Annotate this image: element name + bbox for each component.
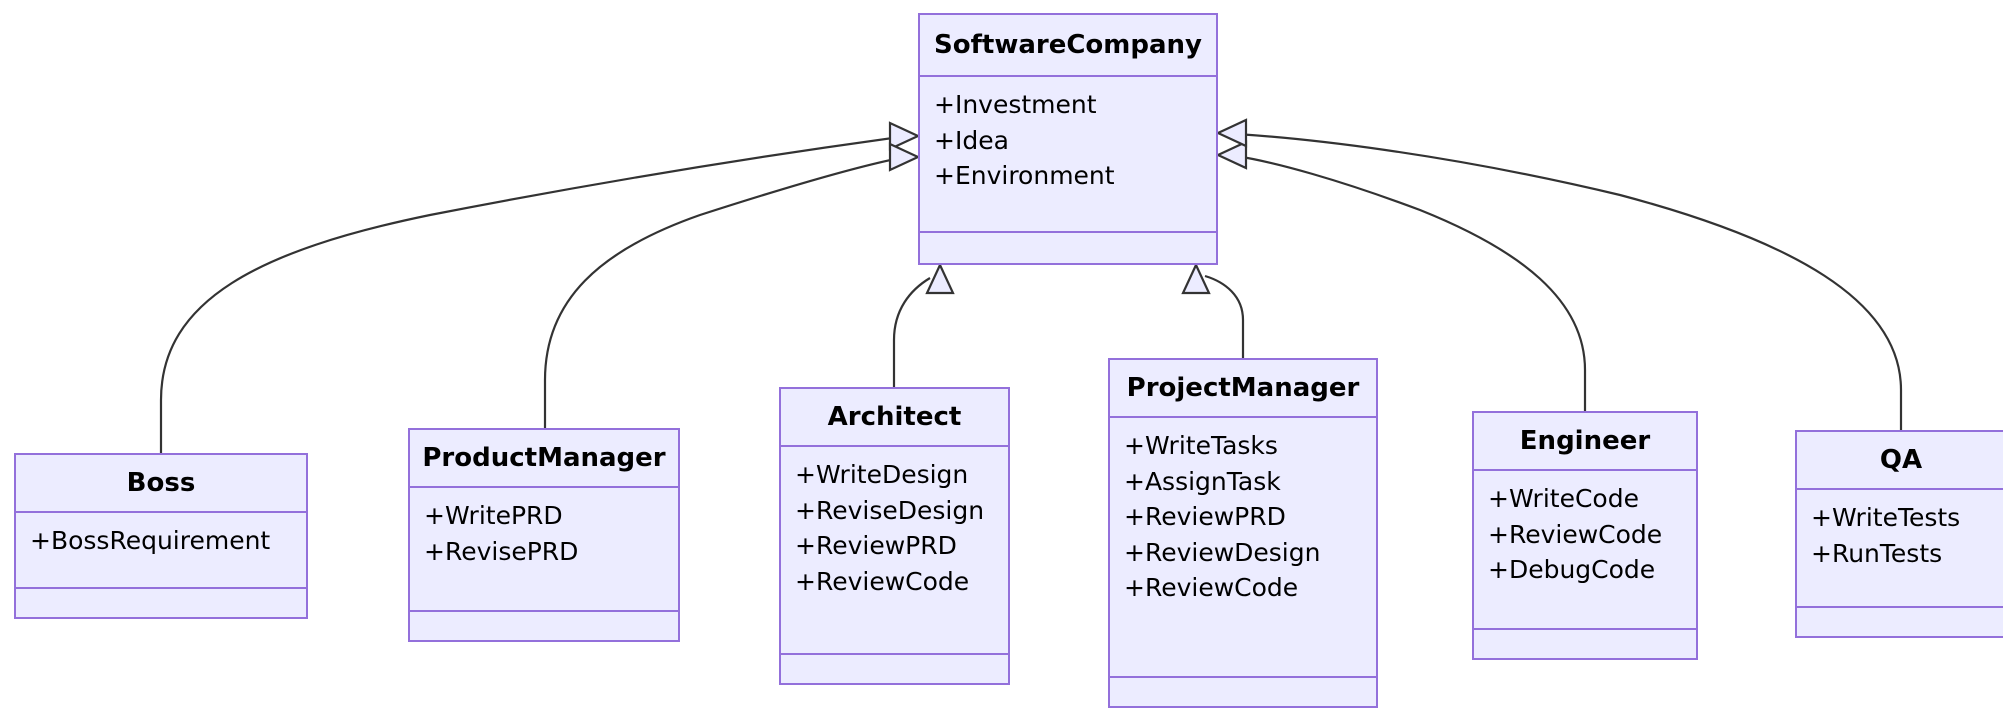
class-attribute: +RunTests: [1811, 538, 1943, 568]
class-methods-software-company: [920, 233, 1216, 263]
class-methods-boss: [16, 589, 306, 617]
class-attribute: +BossRequirement: [30, 526, 271, 555]
class-attribute: +ReviewCode: [795, 566, 970, 596]
uml-class-product-manager[interactable]: ProductManager +WritePRD +RevisePRD: [408, 428, 680, 642]
edge-product-manager: [543, 142, 921, 428]
class-attributes-product-manager: +WritePRD +RevisePRD: [410, 488, 678, 612]
class-title-project-manager: ProjectManager: [1110, 360, 1376, 418]
class-attribute: +WritePRD: [424, 501, 563, 530]
inheritance-arrowhead-icon: [888, 121, 921, 151]
inheritance-arrowhead-icon: [1215, 118, 1248, 148]
class-attribute: +RevisePRD: [424, 536, 579, 566]
class-title-software-company: SoftwareCompany: [920, 15, 1216, 77]
edge-line: [1204, 274, 1245, 358]
class-methods-engineer: [1474, 630, 1696, 658]
class-title-engineer: Engineer: [1474, 413, 1696, 471]
class-attribute: +Investment: [934, 90, 1097, 119]
class-methods-qa: [1797, 608, 2003, 636]
class-attribute: +WriteTasks: [1124, 431, 1278, 460]
class-attribute: +WriteCode: [1488, 484, 1639, 513]
uml-class-boss[interactable]: Boss +BossRequirement: [14, 453, 308, 619]
inheritance-arrowhead-icon: [925, 262, 955, 295]
class-methods-architect: [781, 655, 1008, 683]
class-attributes-architect: +WriteDesign +ReviseDesign +ReviewPRD +Revi…: [781, 447, 1008, 655]
edge-line: [892, 277, 931, 387]
class-attribute: +ReviewPRD: [1124, 502, 1286, 531]
class-attribute: +ReviseDesign: [795, 495, 985, 525]
class-attributes-engineer: +WriteCode +ReviewCode +DebugCode: [1474, 471, 1696, 630]
class-methods-project-manager: [1110, 678, 1376, 706]
uml-class-engineer[interactable]: Engineer +WriteCode +ReviewCode +DebugCode: [1472, 411, 1698, 660]
class-attribute: +Idea: [934, 125, 1009, 155]
class-attribute: +AssignTask: [1124, 466, 1281, 496]
class-attributes-qa: +WriteTests +RunTests: [1797, 490, 2003, 608]
class-attributes-project-manager: +WriteTasks +AssignTask +ReviewPRD +ReviewD…: [1110, 418, 1376, 678]
class-attribute: +WriteTests: [1811, 503, 1961, 532]
edge-project-manager: [1181, 262, 1245, 358]
uml-class-qa[interactable]: QA +WriteTests +RunTests: [1795, 430, 2003, 638]
class-attribute: +ReviewPRD: [795, 531, 957, 560]
class-attribute: +DebugCode: [1488, 555, 1656, 584]
class-attribute: +WriteDesign: [795, 460, 969, 489]
class-title-architect: Architect: [781, 389, 1008, 447]
uml-class-architect[interactable]: Architect +WriteDesign +ReviseDesign +Revie…: [779, 387, 1010, 685]
class-title-product-manager: ProductManager: [410, 430, 678, 488]
inheritance-arrowhead-icon: [1181, 262, 1211, 295]
inheritance-arrowhead-icon: [1215, 140, 1248, 170]
class-attribute: +ReviewCode: [1124, 573, 1299, 602]
edge-architect: [892, 262, 955, 387]
class-methods-product-manager: [410, 612, 678, 640]
uml-class-software-company[interactable]: SoftwareCompany +Investment +Idea +Environm…: [918, 13, 1218, 265]
class-attributes-boss: +BossRequirement: [16, 513, 306, 589]
class-title-qa: QA: [1797, 432, 2003, 490]
inheritance-arrowhead-icon: [888, 142, 921, 172]
class-title-boss: Boss: [16, 455, 306, 513]
uml-class-project-manager[interactable]: ProjectManager +WriteTasks +AssignTask +Rev…: [1108, 358, 1378, 708]
class-attribute: +Environment: [934, 161, 1115, 190]
class-attribute: +ReviewCode: [1488, 519, 1663, 549]
class-attributes-software-company: +Investment +Idea +Environment: [920, 77, 1216, 233]
class-attribute: +ReviewDesign: [1124, 537, 1321, 567]
